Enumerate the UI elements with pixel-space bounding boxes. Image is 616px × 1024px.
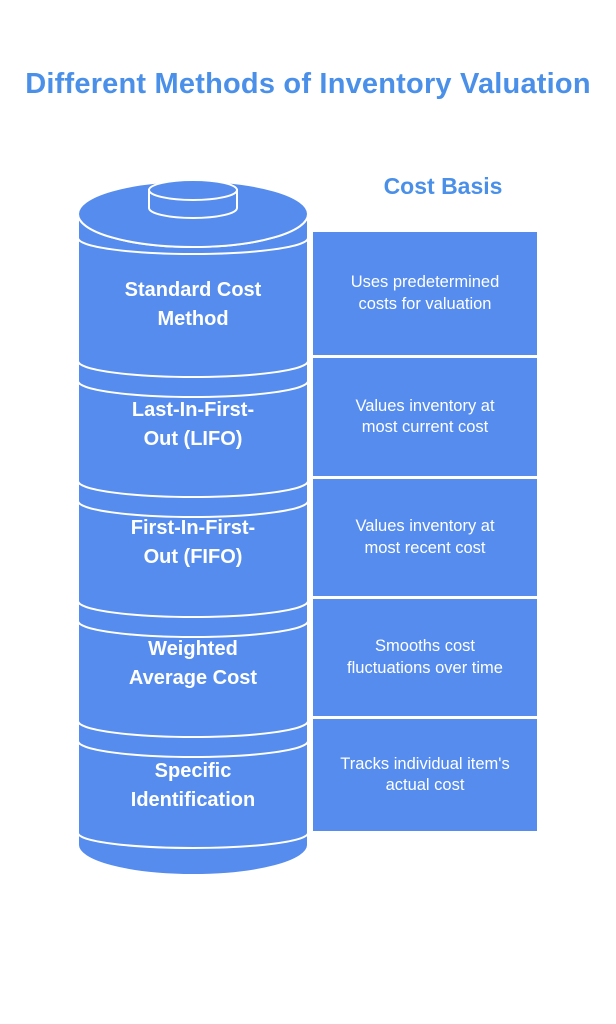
cost-basis-text: Values inventory at most recent cost — [355, 517, 495, 557]
cylinder-knob-top — [148, 179, 238, 201]
method-label-line: Method — [157, 308, 229, 330]
method-label-line: Out (FIFO) — [143, 546, 243, 568]
segment-divider-arc — [77, 720, 309, 738]
cost-basis-box-weighted-average: Smooths cost fluctuations over time — [313, 599, 537, 716]
segment-divider-arc — [77, 360, 309, 378]
method-label-line: Out (LIFO) — [143, 428, 243, 450]
cost-basis-column-header: Cost Basis — [383, 173, 503, 199]
method-label-line: First-In-First- — [130, 517, 256, 539]
cost-basis-text: Tracks individual item's actual cost — [340, 754, 510, 795]
segment-divider-arc — [77, 500, 309, 518]
method-label-line: Last-In-First- — [131, 399, 255, 421]
cylinder-lid-rim-arc — [77, 237, 309, 255]
method-label-lifo: Last-In-First- Out (LIFO) — [78, 396, 308, 454]
cost-basis-box-fifo: Values inventory at most recent cost — [313, 479, 537, 596]
page-title: Different Methods of Inventory Valuation — [25, 68, 591, 100]
segment-divider-arc — [77, 620, 309, 638]
cost-basis-box-lifo: Values inventory at most current cost — [313, 358, 537, 476]
cost-basis-text: Uses predetermined costs for valuation — [350, 273, 500, 313]
cost-basis-text: Values inventory at most current cost — [355, 396, 495, 437]
segment-divider-arc — [77, 600, 309, 618]
cost-basis-text: Smooths cost fluctuations over time — [347, 637, 503, 677]
method-label-line: Average Cost — [128, 667, 258, 689]
method-label-line: Identification — [130, 789, 256, 811]
method-label-line: Weighted — [148, 638, 238, 660]
method-label-standard-cost: Standard Cost Method — [78, 276, 308, 334]
cylinder-bottom-rim-arc — [77, 832, 309, 849]
method-label-fifo: First-In-First- Out (FIFO) — [78, 514, 308, 572]
method-label-line: Standard Cost — [124, 279, 262, 301]
method-label-weighted-average: Weighted Average Cost — [78, 635, 308, 693]
segment-divider-arc — [77, 740, 309, 758]
method-label-line: Specific — [154, 760, 232, 782]
cost-basis-box-specific-identification: Tracks individual item's actual cost — [313, 719, 537, 831]
segment-divider-arc — [77, 380, 309, 398]
method-label-specific-identification: Specific Identification — [78, 757, 308, 815]
segment-divider-arc — [77, 480, 309, 498]
cost-basis-box-standard-cost: Uses predetermined costs for valuation — [313, 232, 537, 355]
